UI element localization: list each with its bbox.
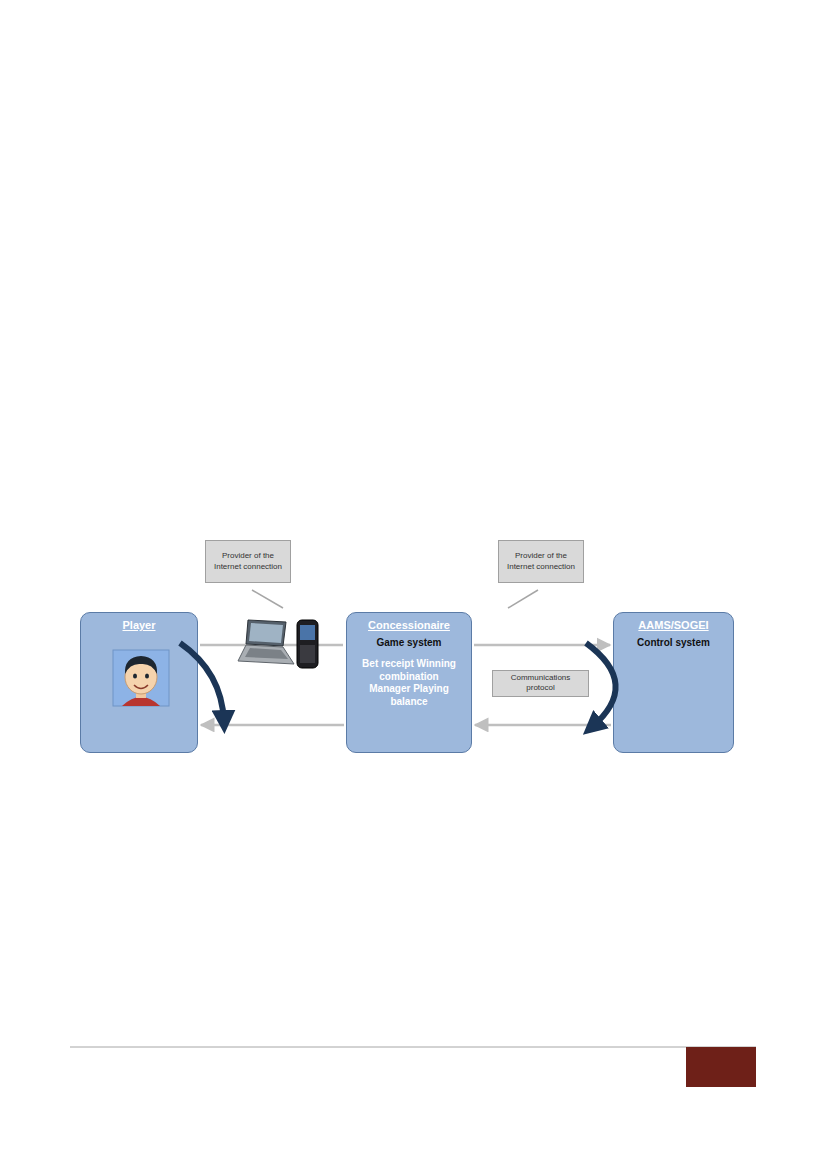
leader-line (252, 590, 283, 608)
footer-block (686, 1047, 756, 1087)
node-title: Provider of the Internet connection (209, 551, 287, 572)
callout-box: Provider of the Internet connection (498, 540, 584, 583)
node-title: AAMS/SOGEI (614, 619, 733, 631)
node-title: Provider of the Internet connection (502, 551, 580, 572)
flow-arrow (201, 724, 344, 727)
text-wrap: Provider of the Internet connection (209, 551, 287, 572)
actor-box: Player (80, 612, 198, 753)
phone-icon (297, 620, 318, 668)
node-text: Bet receipt Winning combination Manager … (361, 658, 457, 708)
node-title: Concessionaire (347, 619, 471, 631)
footer-rule (70, 1047, 756, 1048)
protocol-label-box: Communications protocol (492, 670, 589, 697)
node-text: Control system (614, 637, 733, 648)
flow-arrow (474, 644, 610, 647)
text-wrap: Communications protocol (496, 673, 585, 694)
flow-arrow (475, 724, 611, 727)
leader-line (508, 590, 538, 608)
cycle-arrow (586, 643, 616, 727)
node-title: Communications protocol (496, 673, 585, 694)
callout-box: Provider of the Internet connection (205, 540, 291, 583)
system-box: AAMS/SOGEI Control system (613, 612, 734, 753)
text-wrap: Provider of the Internet connection (502, 551, 580, 572)
system-box: ConcessionaireGame systemBet receipt Win… (346, 612, 472, 753)
laptop-icon (238, 620, 294, 664)
node-title: Player (81, 619, 197, 631)
node-text: Game system (347, 637, 471, 648)
